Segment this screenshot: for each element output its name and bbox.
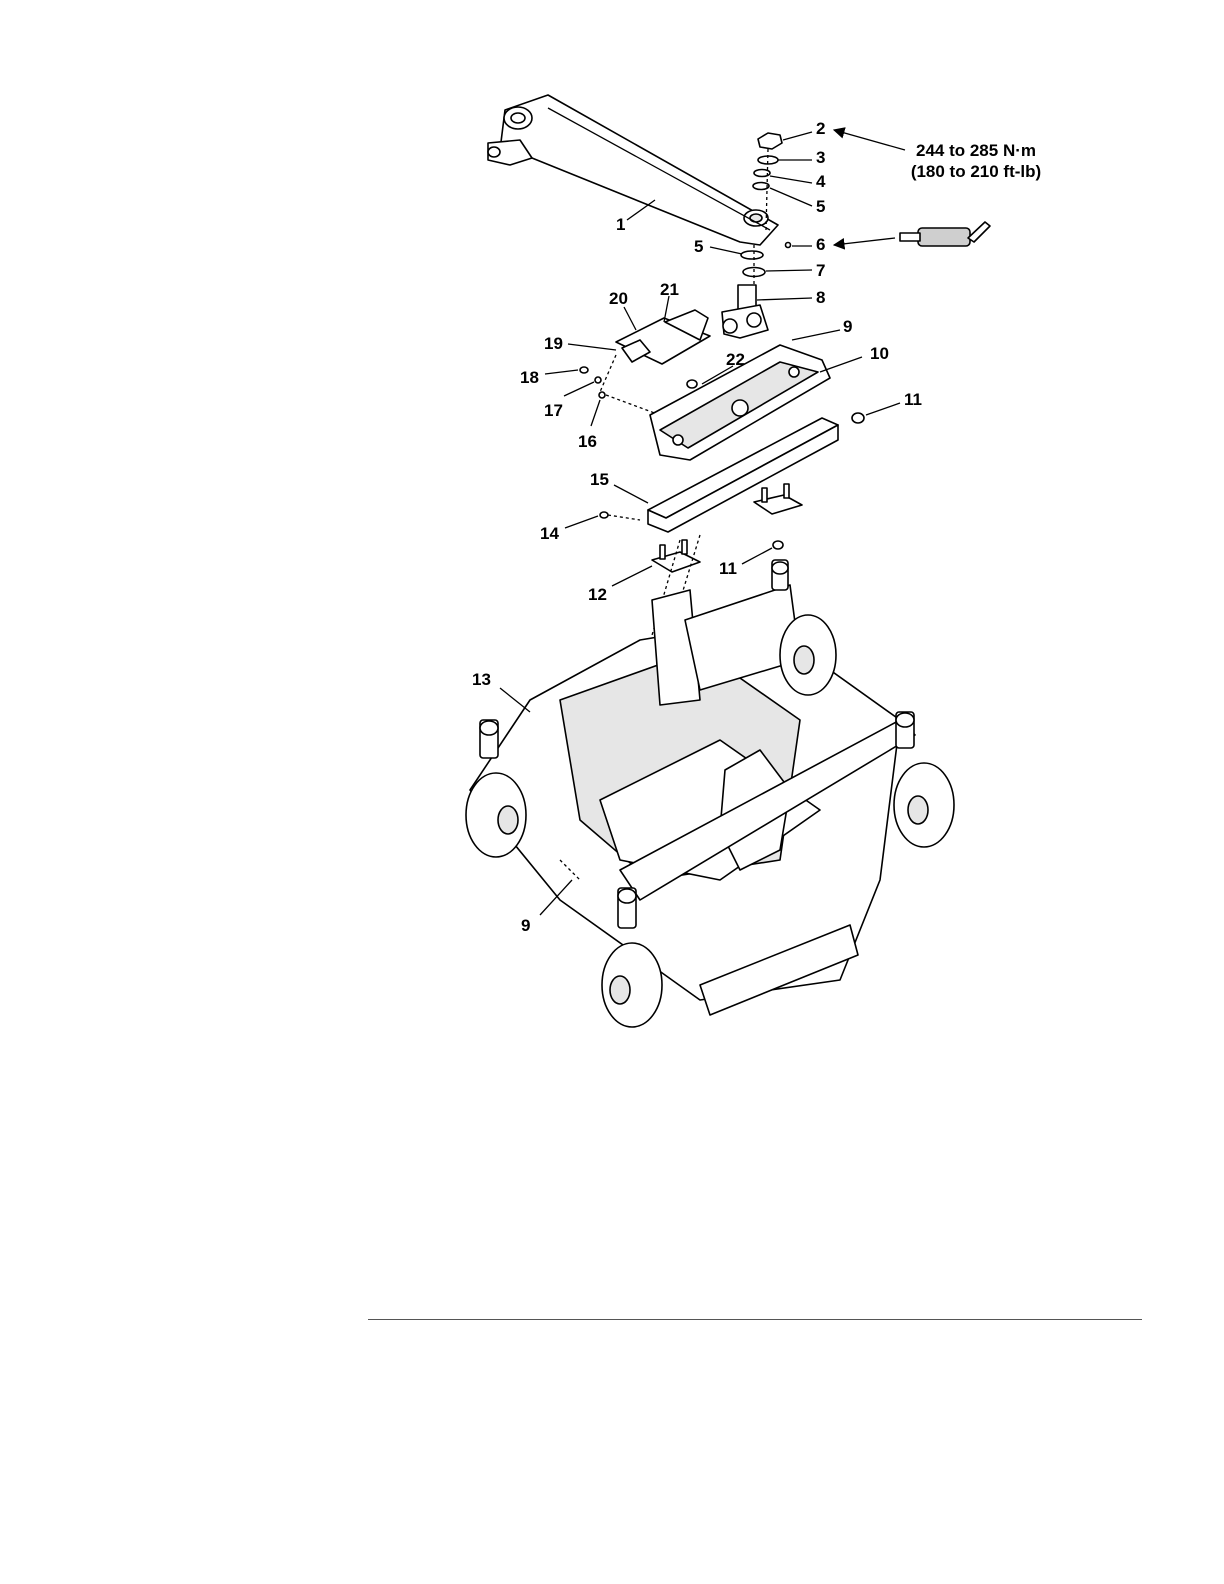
callout-11a: 11 [904, 390, 922, 409]
mower-deck [470, 585, 915, 1015]
torque-spec-imperial: (180 to 210 ft-lb) [911, 162, 1041, 181]
callout-8: 8 [816, 288, 825, 307]
callout-3: 3 [816, 148, 825, 167]
callout-10: 10 [870, 344, 889, 363]
callout-14: 14 [540, 524, 559, 543]
callout-4: 4 [816, 172, 826, 191]
grease-fitting-and-washers [741, 243, 791, 291]
callout-11b: 11 [719, 559, 737, 578]
callout-9a: 9 [843, 317, 852, 336]
callout-7: 7 [816, 261, 825, 280]
callout-19: 19 [544, 334, 563, 353]
callout-21: 21 [660, 280, 679, 299]
pivot-yoke [722, 285, 768, 338]
callout-15: 15 [590, 470, 609, 489]
callout-6: 6 [816, 235, 825, 254]
callout-17: 17 [544, 401, 563, 420]
lift-arm [488, 95, 778, 245]
page-divider-rule [368, 1319, 1142, 1320]
torque-spec-metric: 244 to 285 N·m [916, 141, 1036, 160]
callout-5a: 5 [816, 197, 825, 216]
callout-12: 12 [588, 585, 607, 604]
callout-2: 2 [816, 119, 825, 138]
callout-22: 22 [726, 350, 745, 369]
callout-5b: 5 [694, 237, 703, 256]
callout-20: 20 [609, 289, 628, 308]
callout-18: 18 [520, 368, 539, 387]
callout-13: 13 [472, 670, 491, 689]
callout-16: 16 [578, 432, 597, 451]
grease-gun-icon [900, 222, 990, 246]
callout-9b: 9 [521, 916, 530, 935]
callout-1: 1 [616, 215, 625, 234]
caster-wheel-front-right [894, 712, 954, 847]
torque-specification: 244 to 285 N·m (180 to 210 ft-lb) [911, 141, 1041, 181]
